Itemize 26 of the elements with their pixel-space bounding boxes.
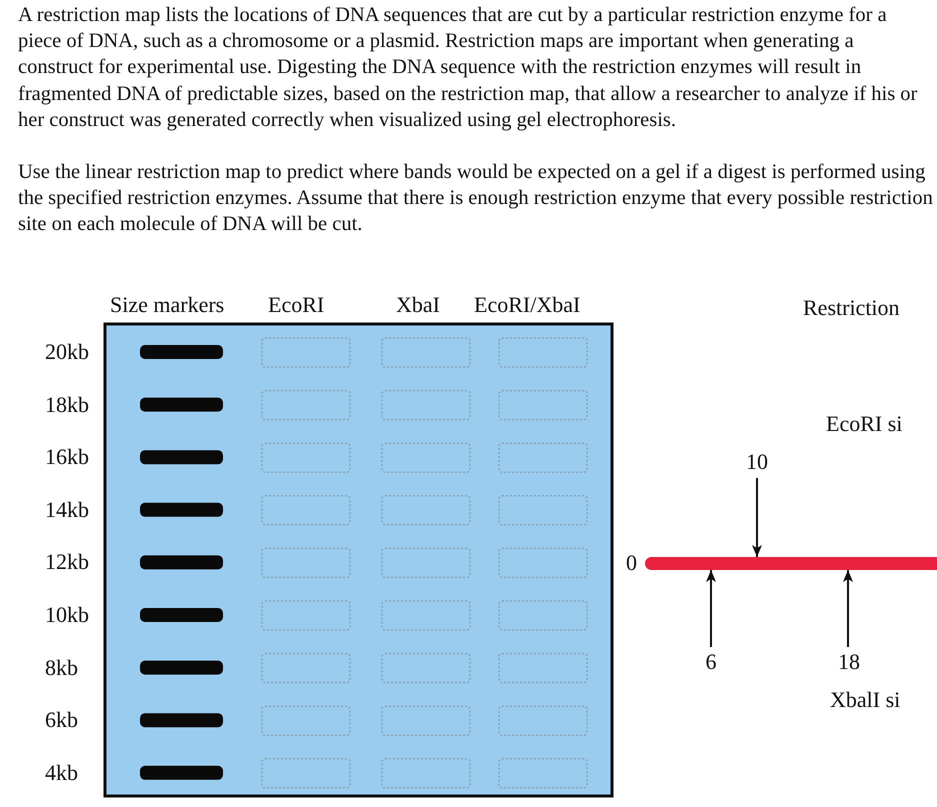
position-label: 10 <box>742 450 772 475</box>
map-label: XbalI si <box>830 688 900 712</box>
position-label: 6 <box>701 650 721 675</box>
position-label: 0 <box>626 551 637 576</box>
arrow <box>706 570 716 647</box>
size-label: 6kb <box>45 708 78 732</box>
map-label: EcoRI si <box>826 412 902 436</box>
arrow <box>752 478 762 557</box>
lane-label: Size markers <box>110 293 224 318</box>
paragraph: Use the linear restriction map to predict where bands would be expected on a gel if a digest is performed using the specified restriction enzymes. Assume that there is enough restriction enzyme that every possible restriction site on each molecule of DNA will be cut. <box>18 160 933 238</box>
dna-bar <box>645 557 937 570</box>
size-label: 20kb <box>45 340 89 364</box>
size-label: 16kb <box>45 445 89 470</box>
arrow <box>843 570 853 647</box>
size-label: 10kb <box>45 603 89 628</box>
lane-label: XbaI <box>396 293 440 318</box>
position-label: 18 <box>836 650 862 675</box>
size-label: 14kb <box>45 498 89 522</box>
size-label: 4kb <box>45 760 78 785</box>
size-label: 12kb <box>45 550 89 575</box>
lane-label: EcoRI/XbaI <box>474 293 580 318</box>
size-label: 18kb <box>45 392 89 417</box>
lane-label: EcoRI <box>268 293 324 318</box>
map-label: Restriction <box>803 296 900 320</box>
paragraph: A restriction map lists the locations of DNA sequences that are cut by a particular restriction enzyme for a piece of DNA, such as a chromosome or a plasmid. Restriction maps are important when generating a construct for experimental use. Digesting the DNA sequence with the restriction enzymes will result in fragmented DNA of predictable sizes, based on the restriction map, that allow a researcher to analyze if his or her construct was generated correctly when visualized using gel electrophoresis. <box>18 3 918 133</box>
size-label: 8kb <box>45 656 78 680</box>
